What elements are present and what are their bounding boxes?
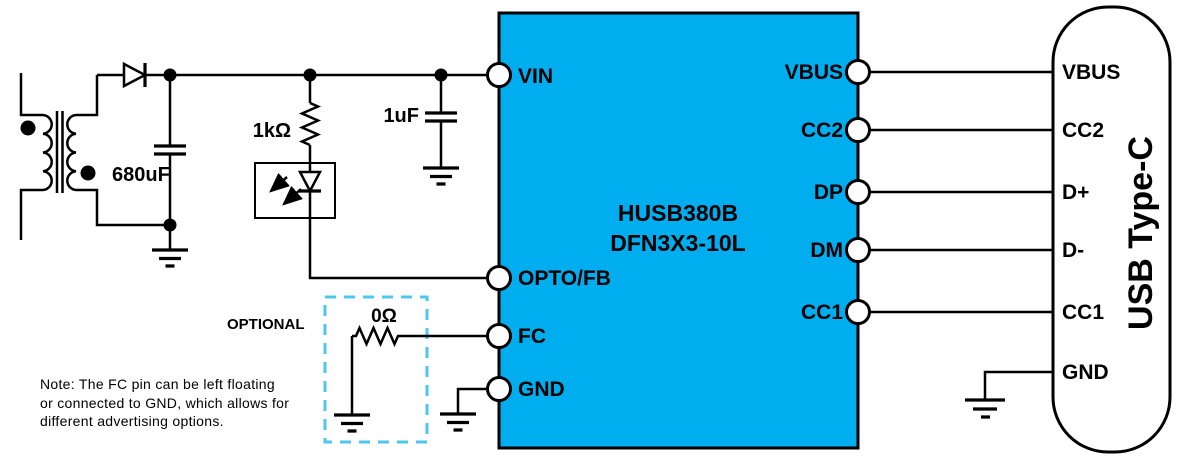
pin-label-gnd: GND bbox=[518, 378, 565, 401]
pin-circle bbox=[845, 299, 871, 325]
ic-pin-vbus: VBUS bbox=[785, 59, 871, 85]
ic-block: HUSB380B DFN3X3-10L VIN OPTO/FB FC GND V… bbox=[486, 11, 871, 450]
ic-body bbox=[497, 11, 860, 450]
primary-bottom-lead bbox=[19, 188, 43, 240]
ic-to-connector-wires bbox=[869, 70, 1053, 314]
ground-symbol bbox=[423, 166, 459, 186]
connector-pin-cc2: CC2 bbox=[1062, 119, 1104, 142]
resistor-zigzag bbox=[298, 101, 322, 147]
junction-dot bbox=[163, 218, 177, 232]
note-text: Note: The FC pin can be left floating or… bbox=[40, 376, 289, 429]
primary-top-lead bbox=[19, 73, 43, 117]
pin-circle bbox=[486, 323, 512, 349]
connector-pin-cc1: CC1 bbox=[1062, 301, 1104, 324]
pin-circle bbox=[845, 237, 871, 263]
ic-pin-fc: FC bbox=[486, 323, 546, 349]
ic-pin-vin: VIN bbox=[486, 62, 553, 88]
pin-label-dp: DP bbox=[814, 181, 843, 204]
ic-pin-opto-fb: OPTO/FB bbox=[486, 265, 611, 291]
optional-dashed-box bbox=[323, 295, 429, 444]
ground-symbol bbox=[440, 412, 476, 432]
connector-gnd-wire bbox=[983, 370, 1053, 400]
optocoupler bbox=[254, 145, 488, 280]
pin-label-vin: VIN bbox=[518, 65, 553, 88]
gnd-wire bbox=[456, 387, 488, 414]
ic-name-line2: DFN3X3-10L bbox=[610, 230, 745, 256]
emission-arrow-2 bbox=[282, 185, 303, 206]
bulk-cap-value: 680uF bbox=[112, 164, 170, 186]
connector-pin-dplus: D+ bbox=[1062, 181, 1089, 204]
ic-pin-dm: DM bbox=[810, 237, 871, 263]
pin-circle bbox=[486, 376, 512, 402]
note-line-3: different advertising options. bbox=[40, 413, 224, 429]
ic-gnd-net bbox=[440, 387, 488, 432]
fc-resistor-zigzag bbox=[352, 324, 409, 348]
ic-pin-gnd: GND bbox=[486, 376, 565, 402]
pin-label-cc2: CC2 bbox=[801, 119, 843, 142]
secondary-bottom-lead bbox=[76, 188, 170, 227]
pin-label-opto-fb: OPTO/FB bbox=[518, 267, 611, 290]
connector-title: USB Type-C bbox=[1122, 136, 1160, 330]
pin-circle bbox=[845, 59, 871, 85]
bias-resistor-value: 1kΩ bbox=[253, 120, 291, 142]
ground-symbol bbox=[334, 413, 370, 433]
pin-label-fc: FC bbox=[518, 325, 546, 348]
pin-label-cc1: CC1 bbox=[801, 301, 843, 324]
connector-pin-dminus: D- bbox=[1062, 239, 1084, 262]
vin-cap-value: 1uF bbox=[383, 105, 419, 127]
connector-pin-gnd: GND bbox=[1062, 361, 1109, 384]
pin-circle bbox=[486, 62, 512, 88]
ground-symbol bbox=[965, 398, 1005, 419]
secondary-top-lead bbox=[76, 75, 99, 117]
note-line-1: Note: The FC pin can be left floating bbox=[40, 376, 275, 392]
rectifier-diode bbox=[97, 61, 148, 89]
connector-pin-vbus: VBUS bbox=[1062, 61, 1120, 84]
vin-rail bbox=[145, 68, 488, 82]
pin-circle bbox=[845, 179, 871, 205]
connector-body bbox=[1051, 5, 1172, 454]
opto-fb-wire bbox=[308, 191, 488, 280]
diode-triangle bbox=[122, 61, 148, 89]
bias-resistor: 1kΩ bbox=[253, 75, 322, 147]
note-line-2: or connected to GND, which allows for bbox=[40, 395, 289, 411]
transformer bbox=[19, 73, 170, 240]
secondary-winding bbox=[66, 113, 77, 192]
phase-dot-secondary bbox=[80, 165, 96, 181]
phase-dot-primary bbox=[20, 120, 36, 136]
fc-resistor-value: 0Ω bbox=[371, 306, 397, 327]
bulk-capacitor: 680uF bbox=[112, 75, 188, 268]
optocoupler-box bbox=[254, 162, 336, 219]
ground-symbol bbox=[152, 248, 188, 268]
ic-pin-cc1: CC1 bbox=[801, 299, 871, 325]
pin-label-dm: DM bbox=[810, 239, 843, 262]
usb-connector: VBUS CC2 D+ D- CC1 GND USB Type-C bbox=[965, 5, 1172, 454]
fc-optional-circuit: OPTIONAL 0Ω bbox=[227, 295, 488, 444]
led-triangle bbox=[297, 170, 323, 194]
vin-capacitor: 1uF bbox=[383, 75, 459, 186]
optional-label: OPTIONAL bbox=[227, 316, 305, 333]
ic-pin-cc2: CC2 bbox=[801, 117, 871, 143]
ic-name-line1: HUSB380B bbox=[618, 200, 738, 226]
pin-circle bbox=[486, 265, 512, 291]
ic-pin-dp: DP bbox=[814, 179, 871, 205]
primary-winding bbox=[42, 113, 53, 192]
pin-label-vbus: VBUS bbox=[785, 61, 843, 84]
pin-circle bbox=[845, 117, 871, 143]
emission-arrow-1 bbox=[269, 172, 290, 193]
